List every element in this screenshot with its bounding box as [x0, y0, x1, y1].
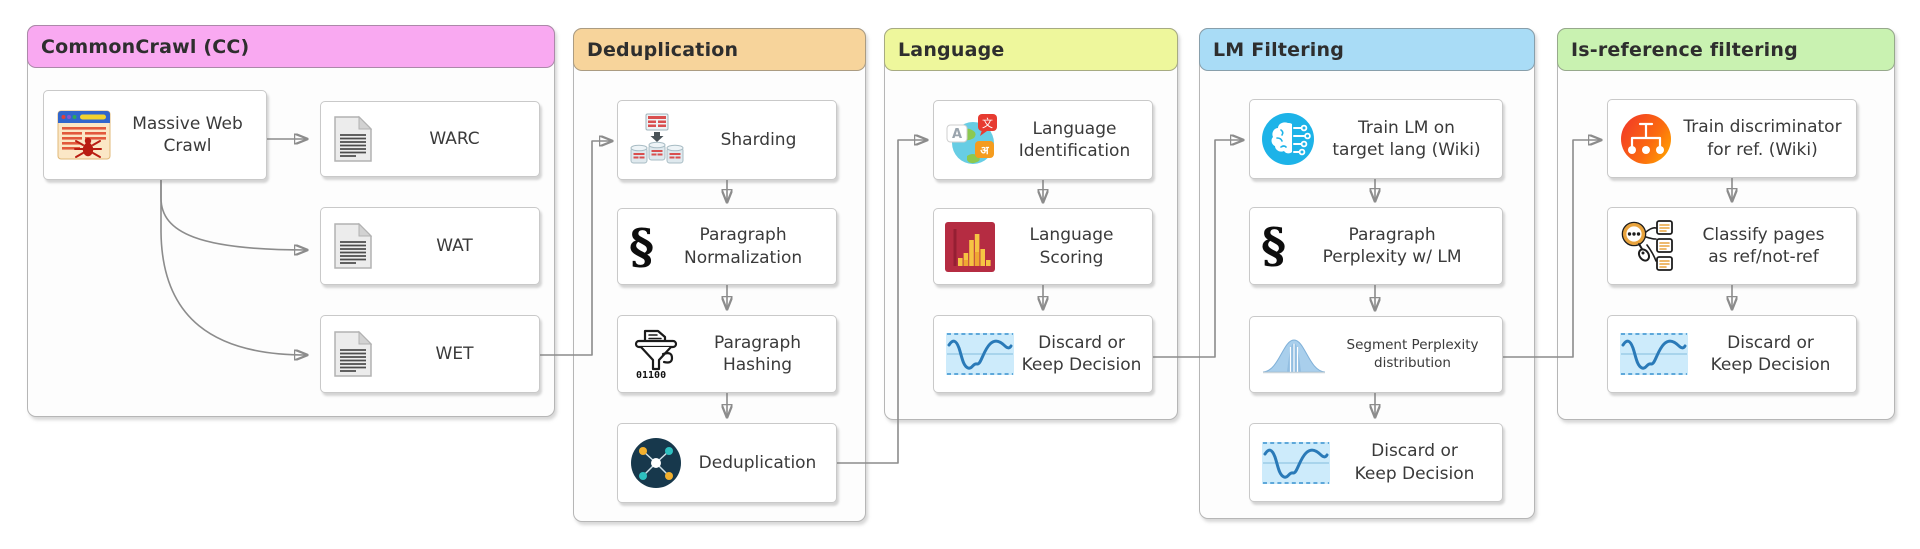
node-classify-pages: Classify pages as ref/not-ref [1607, 207, 1857, 285]
svg-text:अ: अ [980, 144, 989, 157]
node-label: Massive Web Crawl [132, 113, 243, 156]
bell-distribution-icon [1261, 334, 1327, 376]
node-label: Discard or Keep Decision [1354, 441, 1475, 484]
node-paragraph-perplexity: § Paragraph Perplexity w/ LM [1249, 207, 1503, 285]
node-label: Train discriminator for ref. (Wiki) [1683, 117, 1842, 160]
document-icon [332, 329, 374, 379]
node-label: Paragraph Hashing [713, 332, 802, 375]
sharding-databases-icon [629, 113, 685, 167]
node-label: WET [435, 343, 474, 364]
node-language-discard-keep-decision: Discard or Keep Decision [933, 315, 1153, 393]
group-header-commoncrawl: CommonCrawl (CC) [27, 25, 555, 68]
node-label: Discard or Keep Decision [1710, 332, 1831, 375]
document-icon [332, 221, 374, 271]
svg-text:文: 文 [982, 116, 993, 130]
web-crawler-icon [55, 108, 113, 162]
globe-translate-icon: A 文 अ [945, 112, 1001, 168]
node-label: Classify pages as ref/not-ref [1702, 224, 1825, 267]
svg-text:01100: 01100 [636, 370, 666, 381]
document-icon [332, 114, 374, 164]
node-wat: WAT [320, 207, 540, 285]
node-reference-discard-keep-decision: Discard or Keep Decision [1607, 315, 1857, 393]
node-paragraph-hashing: 01100 Paragraph Hashing [617, 315, 837, 393]
svg-text:A: A [952, 127, 962, 142]
node-label: WAT [436, 235, 473, 256]
node-paragraph-normalization: § Paragraph Normalization [617, 208, 837, 285]
node-train-discriminator: Train discriminator for ref. (Wiki) [1607, 99, 1857, 178]
node-lm-discard-keep-decision: Discard or Keep Decision [1249, 423, 1503, 502]
section-sign-icon: § [629, 218, 655, 275]
node-label: Language Identification [1018, 118, 1131, 161]
node-segment-perplexity-distribution: Segment Perplexity distribution [1249, 316, 1503, 393]
node-label: Sharding [720, 129, 797, 150]
threshold-wave-icon [1261, 440, 1331, 486]
node-label: Language Scoring [1029, 225, 1114, 268]
node-deduplication: Deduplication [617, 423, 837, 503]
node-massive-web-crawl: Massive Web Crawl [43, 90, 267, 180]
node-label: Paragraph Normalization [683, 225, 803, 268]
node-label: Discard or Keep Decision [1021, 332, 1142, 375]
node-label: Deduplication [698, 452, 817, 473]
classify-search-icon [1619, 219, 1675, 273]
group-header-deduplication: Deduplication [573, 28, 866, 71]
node-wet: WET [320, 315, 540, 393]
node-label: Train LM on target lang (Wiki) [1332, 117, 1481, 160]
node-language-identification: A 文 अ Language Identification [933, 100, 1153, 180]
threshold-wave-icon [1619, 331, 1689, 377]
node-label: Paragraph Perplexity w/ LM [1322, 224, 1462, 267]
group-header-lm-filtering: LM Filtering [1199, 28, 1535, 71]
node-sharding: Sharding [617, 100, 837, 180]
node-language-scoring: Language Scoring [933, 208, 1153, 285]
group-header-is-reference-filtering: Is-reference filtering [1557, 28, 1895, 71]
threshold-wave-icon [945, 331, 1015, 377]
node-warc: WARC [320, 101, 540, 177]
group-header-language: Language [884, 28, 1178, 71]
node-train-lm: Train LM on target lang (Wiki) [1249, 99, 1503, 179]
node-label: WARC [429, 128, 480, 149]
brain-circuit-icon [1261, 112, 1315, 166]
section-sign-icon: § [1261, 218, 1287, 274]
funnel-hash-icon: 01100 [629, 327, 683, 381]
discriminator-tree-icon [1619, 112, 1673, 166]
node-label: Segment Perplexity distribution [1346, 336, 1479, 371]
network-nodes-icon [629, 436, 683, 490]
histogram-icon [945, 221, 995, 272]
